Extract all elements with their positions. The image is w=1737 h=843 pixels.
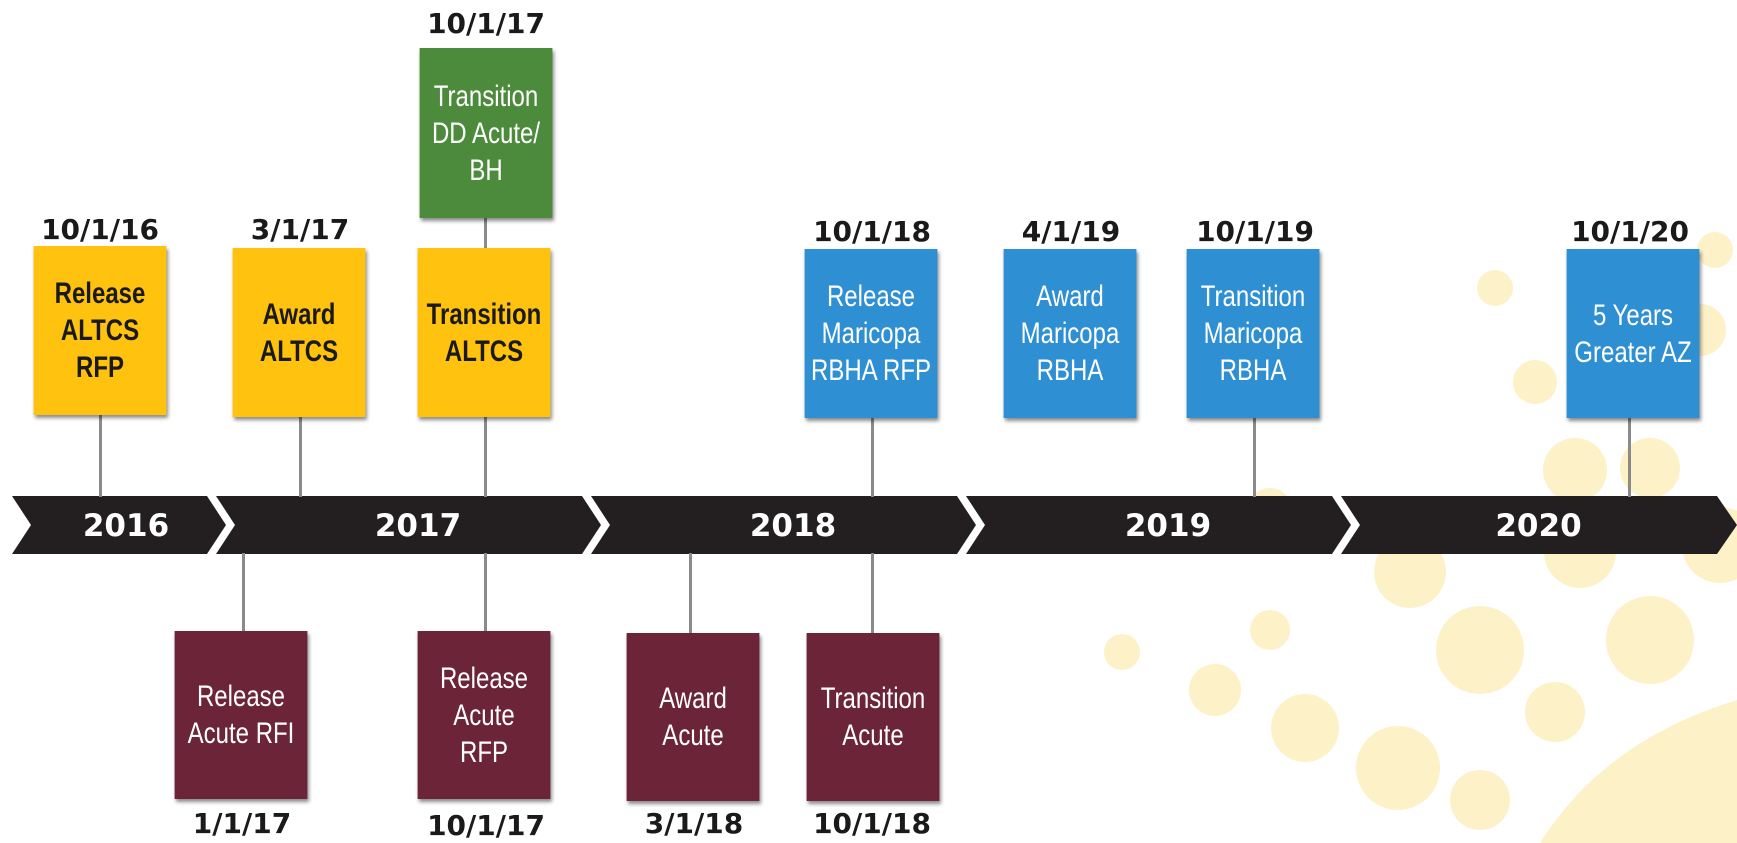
connector-release-acute-rfp [484,553,487,631]
connector-transition-maricopa-rbha [1253,418,1256,497]
milestone-label: Award Acute [659,682,727,752]
date-release-maricopa-rbha-rfp: 10/1/18 [813,215,931,248]
date-release-altcs-rfp: 10/1/16 [41,213,159,246]
connector-five-years-greater-az [1628,418,1631,497]
date-award-acute: 3/1/18 [644,807,744,840]
year-2019: 2019 [1124,508,1212,544]
connector-release-maricopa-rbha-rfp [871,418,874,497]
year-2020: 2020 [1495,508,1582,544]
date-transition-maricopa-rbha: 10/1/19 [1196,215,1314,248]
date-award-maricopa-rbha: 4/1/19 [1021,215,1121,248]
timeline-bar [12,496,1737,554]
year-2016: 2016 [82,508,170,544]
milestone-transition-acute: Transition Acute [806,633,940,801]
connector-transition-altcs [484,417,487,497]
milestone-release-acute-rfi: Release Acute RFI [174,631,308,799]
year-2017: 2017 [374,508,462,544]
milestone-label: Award ALTCS [259,297,339,368]
milestone-label: Transition Acute [820,682,926,752]
date-transition-acute: 10/1/18 [813,807,931,840]
milestone-award-acute: Award Acute [626,633,760,801]
milestone-label: Award Maricopa RBHA [1020,280,1120,387]
milestone-label: Release Maricopa RBHA RFP [810,280,932,387]
date-release-acute-rfp: 10/1/17 [427,809,545,842]
milestone-label: Release Acute RFI [187,680,295,750]
milestone-release-altcs-rfp: Release ALTCS RFP [33,246,167,415]
milestone-award-altcs: Award ALTCS [232,248,366,417]
connector-release-acute-rfi [242,553,245,631]
date-award-altcs: 3/1/17 [250,213,350,246]
date-five-years-greater-az: 10/1/20 [1571,215,1689,248]
connector-transition-dd-acute-bh [484,218,487,248]
milestone-label: Transition Maricopa RBHA [1200,280,1306,387]
milestone-label: Transition DD Acute/ BH [431,79,541,187]
milestone-label: Release Acute RFP [439,661,529,769]
milestone-release-maricopa-rbha-rfp: Release Maricopa RBHA RFP [804,249,938,418]
milestone-release-acute-rfp: Release Acute RFP [417,631,551,799]
date-transition-dd-acute-bh: 10/1/17 [427,7,545,40]
date-release-acute-rfi: 1/1/17 [192,807,292,840]
milestone-five-years-greater-az: 5 Years Greater AZ [1566,249,1700,418]
milestone-transition-dd-acute-bh: Transition DD Acute/ BH [419,48,553,218]
milestone-label: Release ALTCS RFP [54,277,146,384]
milestone-transition-maricopa-rbha: Transition Maricopa RBHA [1186,249,1320,418]
connector-award-altcs [299,417,302,497]
connector-release-altcs-rfp [99,415,102,497]
milestone-label: Transition ALTCS [426,297,542,368]
connector-transition-acute [871,553,874,633]
milestone-label: 5 Years Greater AZ [1574,298,1692,369]
year-2018: 2018 [749,508,837,544]
connector-award-acute [689,553,692,633]
milestone-award-maricopa-rbha: Award Maricopa RBHA [1003,249,1137,418]
milestone-transition-altcs: Transition ALTCS [417,248,551,417]
